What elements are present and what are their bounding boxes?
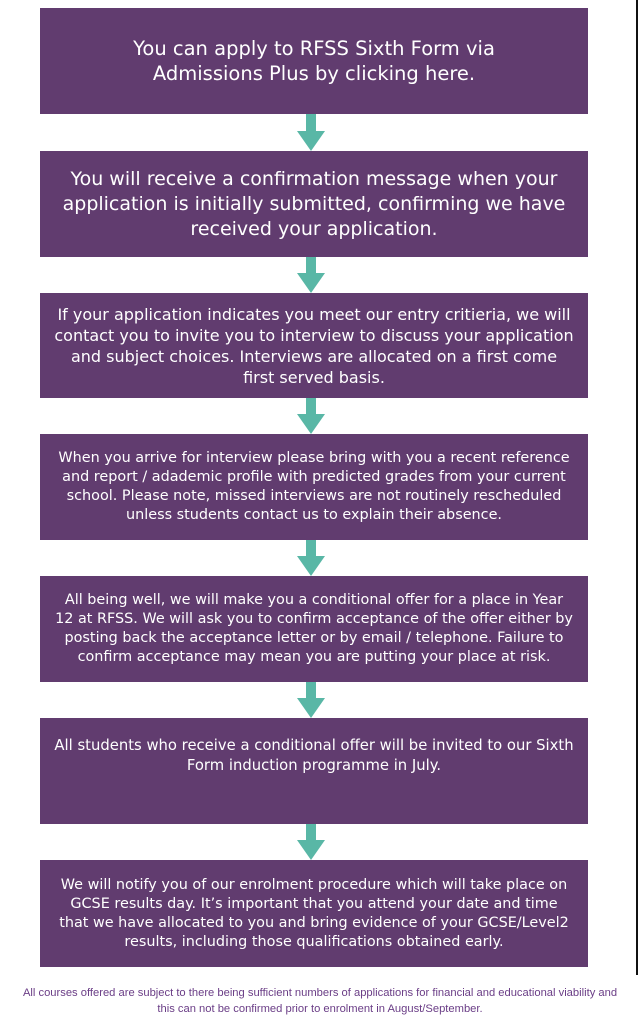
page-right-border — [636, 0, 638, 975]
arrow-4 — [297, 540, 325, 576]
arrow-3 — [297, 398, 325, 434]
step-7-text: We will notify you of our enrolment proc… — [59, 876, 569, 950]
step-4-text: When you arrive for interview please bri… — [58, 450, 570, 523]
step-1-text: You can apply to RFSS Sixth Form via Adm… — [133, 37, 495, 85]
step-2-text: You will receive a confirmation message … — [62, 167, 566, 240]
step-5-box: All being well, we will make you a condi… — [40, 576, 588, 682]
arrow-5 — [297, 682, 325, 718]
footer-disclaimer: All courses offered are subject to there… — [22, 987, 618, 1015]
step-2-box: You will receive a confirmation message … — [40, 151, 588, 257]
arrow-6 — [297, 824, 325, 860]
arrow-2 — [297, 257, 325, 293]
step-3-box: If your application indicates you meet o… — [40, 293, 588, 398]
step-6-box: All students who receive a conditional o… — [40, 718, 588, 824]
step-6-text: All students who receive a conditional o… — [54, 737, 574, 774]
step-3-text: If your application indicates you meet o… — [54, 304, 574, 387]
arrow-1 — [297, 114, 325, 151]
step-5-text: All being well, we will make you a condi… — [55, 592, 573, 665]
step-7-box: We will notify you of our enrolment proc… — [40, 860, 588, 967]
step-1-box[interactable]: You can apply to RFSS Sixth Form via Adm… — [40, 8, 588, 114]
step-4-box: When you arrive for interview please bri… — [40, 434, 588, 540]
